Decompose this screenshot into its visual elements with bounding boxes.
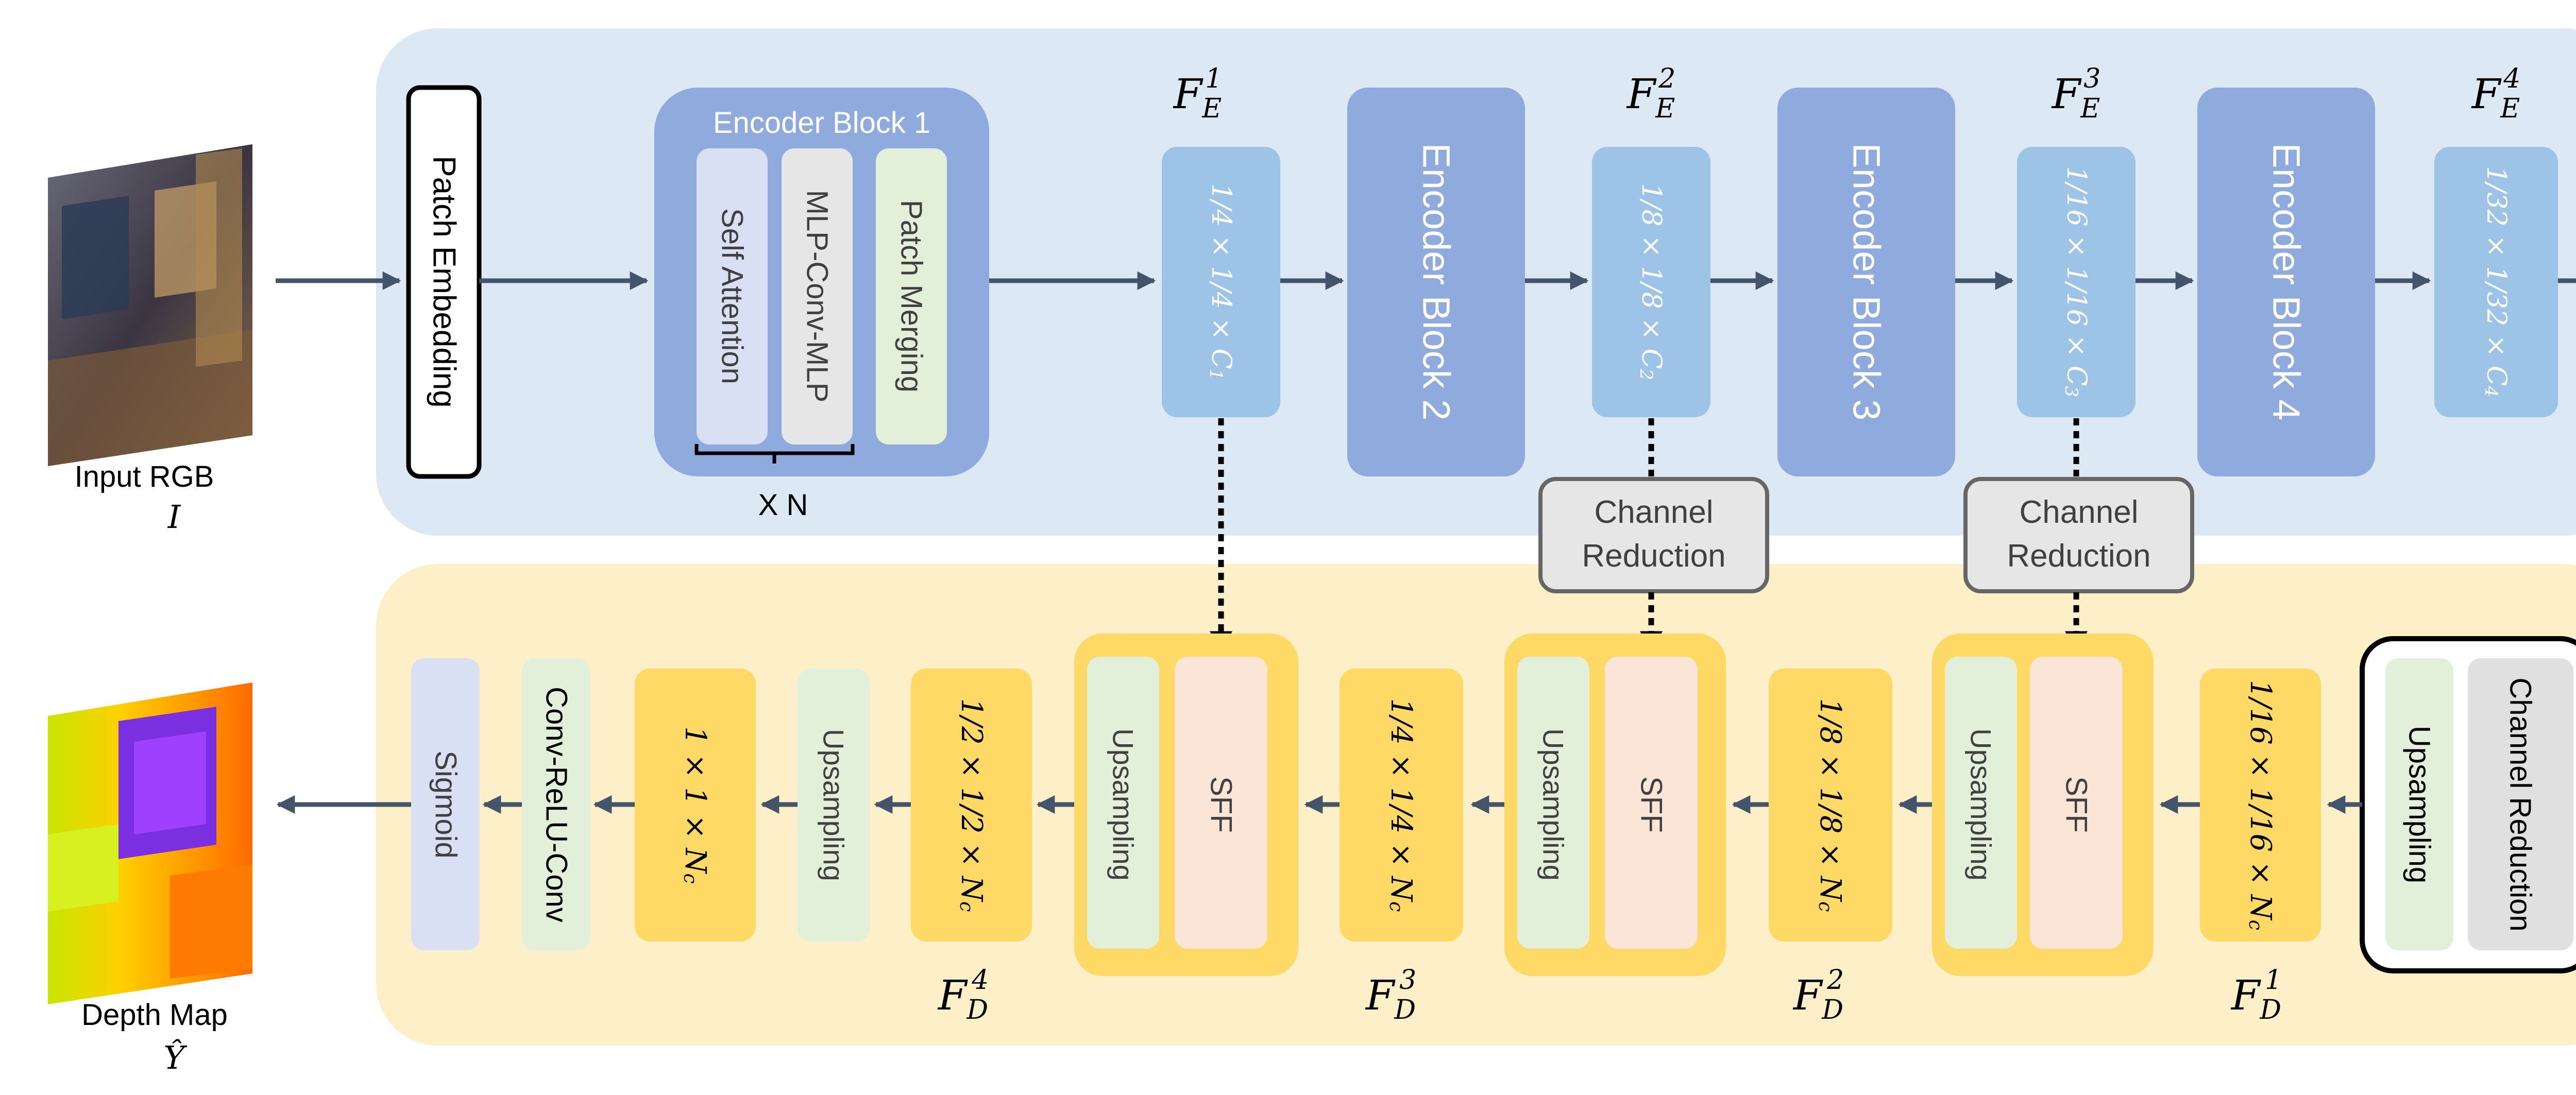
fd4-size: 1/2 × 1/2 × Nc (955, 698, 989, 912)
encoder-block-1-title: Encoder Block 1 (713, 106, 930, 140)
conv-relu-conv-label: Conv-ReLU-Conv (540, 687, 573, 922)
fe1-size: 1/4 × 1/4 × C1 (1206, 183, 1236, 380)
final-upsampling-box (798, 669, 870, 942)
fe4-name: FE4 (2471, 63, 2521, 124)
input-rgb-label: Input RGB (75, 460, 214, 493)
fd1-box (2200, 669, 2321, 942)
repeat-brace (694, 444, 855, 464)
channel-reduction-2-line2: Reduction (2007, 538, 2150, 574)
fe3-size: 1/16 × 1/16 × C3 (2061, 166, 2092, 397)
patch-embedding-label: Patch Embedding (427, 156, 462, 407)
input-rgb-image (48, 144, 252, 466)
fe1-name: FE1 (1173, 63, 1223, 124)
fd2-name: FD2 (1792, 965, 1844, 1025)
fd4-box (911, 669, 1032, 942)
channel-reduction-1-line1: Channel (1595, 494, 1714, 530)
patch-merging-label: Patch Merging (895, 200, 928, 392)
entry-channel-reduction-box (2468, 658, 2573, 950)
fe2-name: FE2 (1626, 63, 1676, 124)
sff3-upsampling-box (1945, 657, 2017, 949)
sff1-label: SFF (1205, 776, 1238, 833)
self-attention-label: Self Attention (716, 208, 749, 384)
fd3-box (1340, 669, 1463, 942)
conv-relu-conv-box (522, 658, 590, 950)
mlp-conv-mlp-label: MLP-Conv-MLP (801, 190, 834, 403)
fd1-size: 1/16 × 1/16 × Nc (2244, 680, 2278, 930)
sff2-upsampling-box (1517, 657, 1589, 949)
encoder-block-4 (2197, 88, 2375, 476)
entry-upsampling-label: Upsampling (2403, 726, 2436, 883)
channel-reduction-1-line2: Reduction (1582, 538, 1725, 574)
channel-reduction-2-line1: Channel (2020, 494, 2139, 530)
sff3-upsampling-label: Upsampling (1965, 728, 1997, 881)
fd3-name: FD3 (1365, 965, 1416, 1025)
fd1-name: FD1 (2230, 965, 2282, 1025)
depth-map-symbol: Ŷ (164, 1039, 188, 1076)
input-rgb-symbol: I (167, 498, 181, 536)
fe3-box (2017, 147, 2136, 417)
patch-merging-box (876, 148, 947, 444)
encoder-block-3 (1777, 88, 1955, 476)
fd4-name: FD4 (937, 965, 989, 1025)
sff1-upsampling-box (1087, 657, 1159, 949)
sff2-box (1605, 657, 1698, 949)
encoder-block-2 (1347, 88, 1525, 476)
fe4-size: 1/32 × 1/32 × C4 (2481, 166, 2512, 397)
fe3-name: FE3 (2051, 63, 2101, 124)
sff1-box (1175, 657, 1267, 949)
fd2-size: 1/8 × 1/8 × Nc (1814, 698, 1848, 912)
fe1-box (1162, 147, 1280, 417)
depth-map-image (48, 682, 252, 1004)
final-size-box (635, 669, 756, 942)
sff2-upsampling-label: Upsampling (1537, 728, 1570, 881)
mlp-conv-mlp-box (782, 148, 853, 444)
depth-map-label: Depth Map (81, 998, 228, 1032)
self-attention-box (697, 148, 768, 444)
sff3-label: SFF (2060, 776, 2093, 833)
encoder-block-2-label: Encoder Block 2 (1415, 143, 1458, 421)
entry-channel-reduction-label: Channel Reduction (2504, 677, 2537, 931)
entry-upsampling-box (2385, 658, 2453, 950)
fe2-size: 1/8 × 1/8 × C2 (1636, 183, 1667, 380)
channel-reduction-box-2 (1963, 477, 2194, 593)
fd3-size: 1/4 × 1/4 × Nc (1385, 698, 1418, 912)
fd2-box (1769, 669, 1892, 942)
encoder-block-4-label: Encoder Block 4 (2265, 143, 2308, 421)
repeat-label: X N (758, 488, 808, 522)
sigmoid-box (411, 658, 480, 950)
sigmoid-label: Sigmoid (429, 750, 463, 859)
fe4-box (2434, 147, 2558, 417)
sff2-label: SFF (1635, 776, 1668, 833)
fe2-box (1592, 147, 1710, 417)
encoder-block-3-label: Encoder Block 3 (1845, 143, 1888, 421)
channel-reduction-box-1 (1538, 477, 1769, 593)
sff1-upsampling-label: Upsampling (1107, 728, 1140, 881)
final-size-label: 1 × 1 × Nc (679, 726, 713, 883)
sff3-box (2030, 657, 2123, 949)
final-upsampling-label: Upsampling (818, 729, 850, 881)
